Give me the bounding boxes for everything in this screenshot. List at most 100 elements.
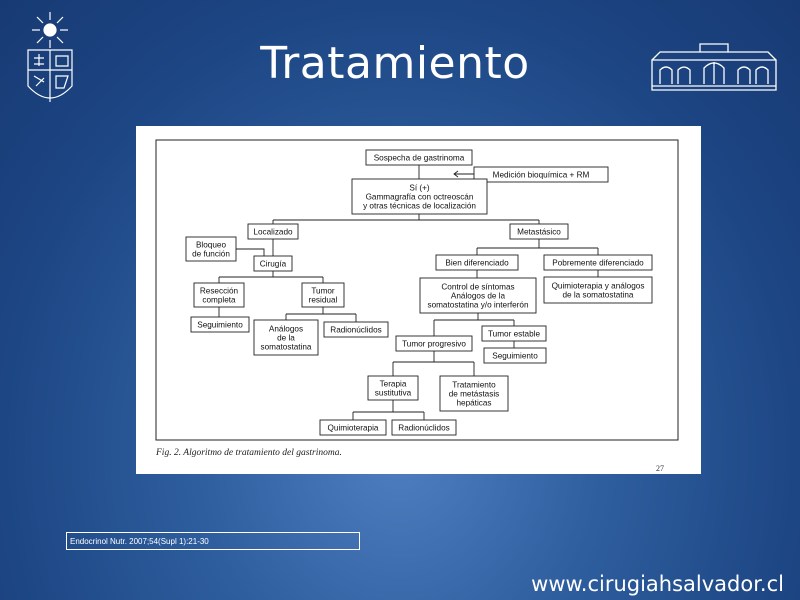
node-label: Radionúclidos <box>398 424 449 433</box>
node-label: Tumor progresivo <box>402 340 466 349</box>
node-label: Sí (+) <box>409 184 430 193</box>
node-label: Medición bioquímica + RM <box>493 171 590 180</box>
node-medicion: Medición bioquímica + RM <box>473 166 609 183</box>
node-label: Seguimiento <box>492 352 538 361</box>
node-label: Quimioterapia y análogos <box>552 282 645 291</box>
connector-line <box>392 351 475 376</box>
node-seguimiento1: Seguimiento <box>190 316 250 333</box>
node-cirugia: Cirugía <box>253 255 293 272</box>
node-label: somatostatina y/o interferón <box>427 301 528 310</box>
connector-line <box>285 307 357 322</box>
university-seal-logo <box>27 12 73 102</box>
node-label: Cirugía <box>260 260 287 269</box>
node-label: Gammagrafía con octreoscán <box>366 193 474 202</box>
node-box <box>395 335 473 352</box>
hospital-building-logo <box>651 43 777 91</box>
node-label: Tumor <box>311 287 335 296</box>
citation-box: Endocrinol Nutr. 2007;54(Supl 1):21-30 <box>66 532 360 550</box>
figure-caption: Fig. 2. Algoritmo de tratamiento del gas… <box>156 448 342 458</box>
node-box <box>185 236 237 262</box>
node-box <box>435 254 519 271</box>
node-label: de la somatostatina <box>562 291 633 300</box>
node-metastasico: Metastásico <box>509 223 569 240</box>
node-box <box>391 419 457 436</box>
node-label: Pobremente diferenciado <box>552 259 644 268</box>
node-label: Radionúclidos <box>330 326 381 335</box>
node-label: Tratamiento <box>452 381 496 390</box>
node-label: y otras técnicas de localización <box>363 202 476 211</box>
connector-line <box>476 239 599 255</box>
node-tumor-progresivo: Tumor progresivo <box>395 335 473 352</box>
node-box <box>543 254 653 271</box>
node-box <box>193 282 245 308</box>
website-url[interactable]: www.cirugiahsalvador.cl <box>531 572 784 596</box>
node-box <box>473 166 609 183</box>
node-label: Bien diferenciado <box>445 259 509 268</box>
node-box <box>481 325 547 342</box>
node-quimioterapia: Quimioterapia <box>319 419 387 436</box>
node-box <box>319 419 387 436</box>
node-localizado: Localizado <box>247 223 299 240</box>
node-label: de metástasis <box>449 390 500 399</box>
connector-line <box>433 313 515 336</box>
connector-line <box>236 248 265 256</box>
node-box <box>253 319 319 356</box>
node-label: sustitutiva <box>375 389 412 398</box>
connector-line <box>218 271 324 283</box>
node-box <box>483 347 547 364</box>
node-label: Localizado <box>253 228 293 237</box>
node-label: Terapia <box>380 380 407 389</box>
node-box <box>323 321 389 338</box>
node-label: completa <box>202 296 236 305</box>
node-box <box>301 282 345 308</box>
node-label: Bloqueo <box>196 241 226 250</box>
node-label: Análogos <box>269 325 303 334</box>
node-label: Tumor estable <box>488 330 540 339</box>
node-label: Quimioterapia <box>328 424 379 433</box>
node-tumor-estable: Tumor estable <box>481 325 547 342</box>
node-label: Sospecha de gastrinoma <box>374 154 465 163</box>
node-box <box>509 223 569 240</box>
connector-line <box>453 170 474 178</box>
node-box <box>247 223 299 240</box>
node-radionuclidos1: Radionúclidos <box>323 321 389 338</box>
connector-line <box>272 214 540 224</box>
node-box <box>419 277 537 314</box>
node-box <box>439 375 509 412</box>
node-label: hepáticas <box>456 399 491 408</box>
node-box <box>351 178 488 215</box>
slide-title: Tratamiento <box>260 38 530 89</box>
node-box <box>253 255 293 272</box>
page-number: 27 <box>656 464 664 473</box>
node-pobre-dif: Pobremente diferenciado <box>543 254 653 271</box>
node-label: Seguimiento <box>197 321 243 330</box>
node-label: Análogos de la <box>451 292 506 301</box>
node-label: de la <box>277 334 295 343</box>
node-box <box>365 149 473 166</box>
node-box <box>367 375 419 401</box>
node-box <box>543 276 653 304</box>
node-box <box>190 316 250 333</box>
node-label: Resección <box>200 287 239 296</box>
node-label: de función <box>192 250 230 259</box>
node-label: residual <box>309 296 338 305</box>
figure-frame <box>155 139 679 441</box>
node-seguimiento2: Seguimiento <box>483 347 547 364</box>
node-label: Control de síntomas <box>441 283 514 292</box>
node-bien-dif: Bien diferenciado <box>435 254 519 271</box>
node-label: somatostatina <box>261 343 312 352</box>
node-radionuclidos2: Radionúclidos <box>391 419 457 436</box>
node-sospecha: Sospecha de gastrinoma <box>365 149 473 166</box>
node-label: Metastásico <box>517 228 561 237</box>
